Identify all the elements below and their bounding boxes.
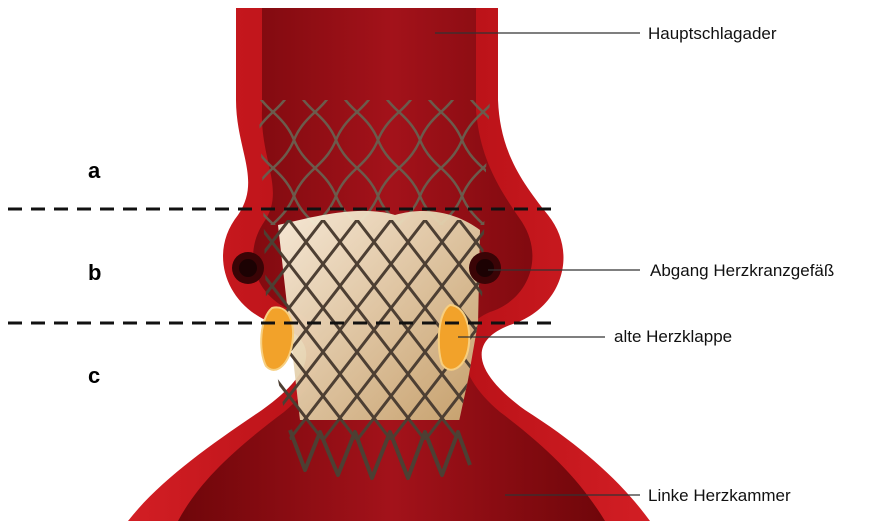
label-left-ventricle: Linke Herzkammer	[648, 486, 791, 505]
label-aorta: Hauptschlagader	[648, 24, 777, 43]
region-label-b: b	[88, 260, 101, 285]
coronary-ostium-right	[469, 252, 501, 284]
label-old-valve: alte Herzklappe	[614, 327, 732, 346]
coronary-ostium-left	[232, 252, 264, 284]
stent-frame	[250, 95, 500, 450]
region-label-a: a	[88, 158, 101, 183]
label-coronary-ostium: Abgang Herzkranzgefäß	[650, 261, 834, 280]
region-label-c: c	[88, 363, 100, 388]
